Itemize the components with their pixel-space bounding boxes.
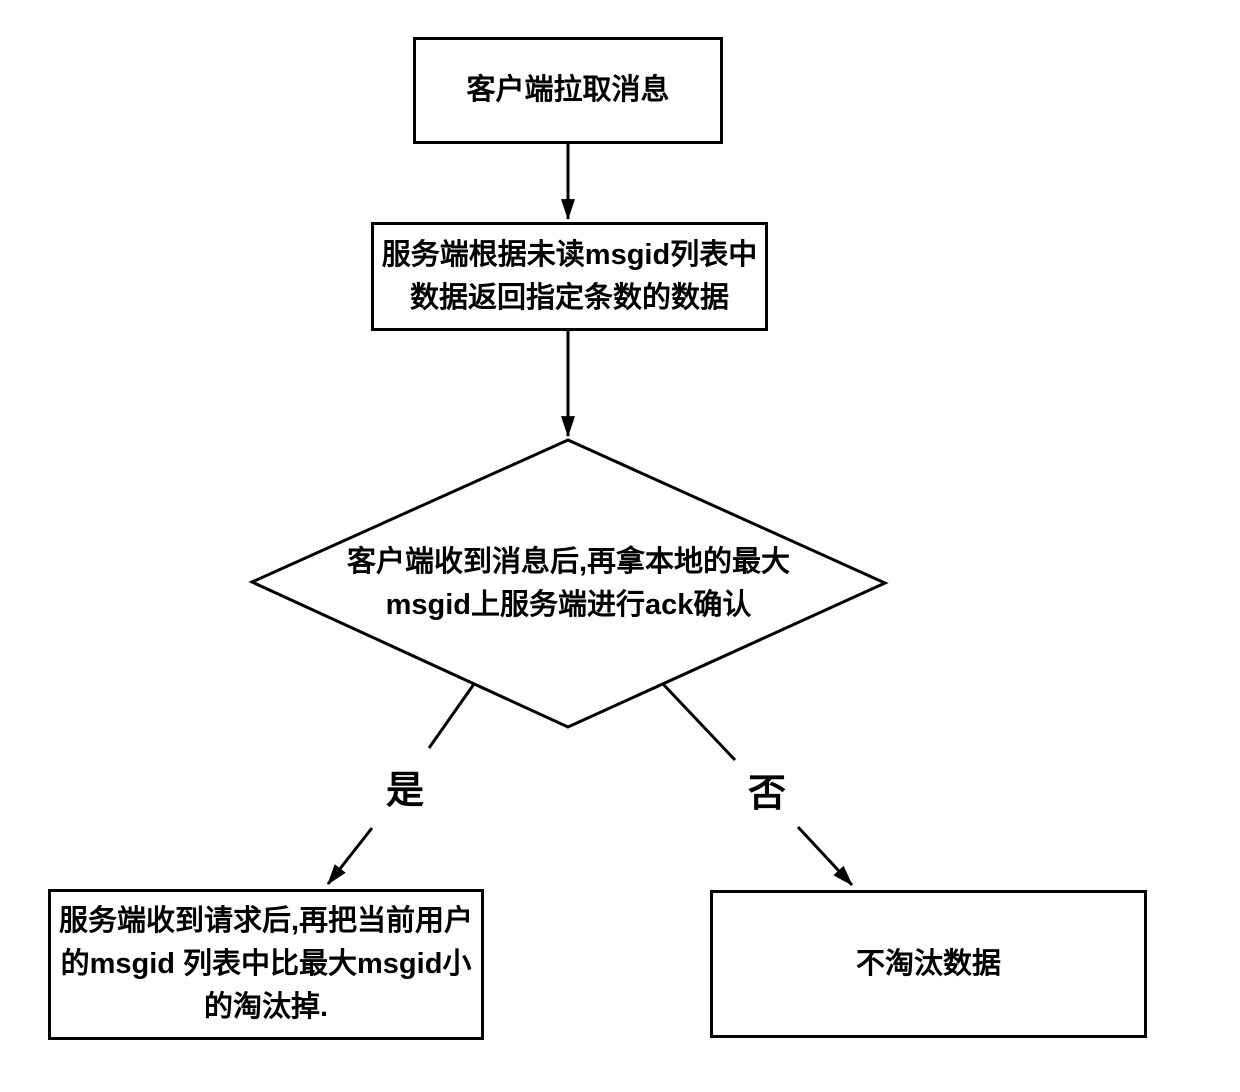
no-branch-upper-line [661,682,737,762]
server-response-node: 服务端根据未读msgid列表中 数据返回指定条数的数据 [371,222,768,331]
keep-data-node: 不淘汰数据 [710,890,1147,1038]
yes-branch-upper-line [427,683,476,749]
no-branch-arrow [796,825,854,887]
ack-decision-node: 客户端收到消息后,再拿本地的最大 msgid上服务端进行ack确认 [346,545,791,621]
no-branch-label: 否 [747,773,786,815]
yes-branch-arrow [326,827,374,885]
start-node: 客户端拉取消息 [413,37,723,144]
decision-diamond-shape [248,438,889,729]
yes-branch-label: 是 [385,770,424,812]
evict-node: 服务端收到请求后,再把当前用户 的msgid 列表中比最大msgid小 的淘汰掉… [48,889,484,1040]
